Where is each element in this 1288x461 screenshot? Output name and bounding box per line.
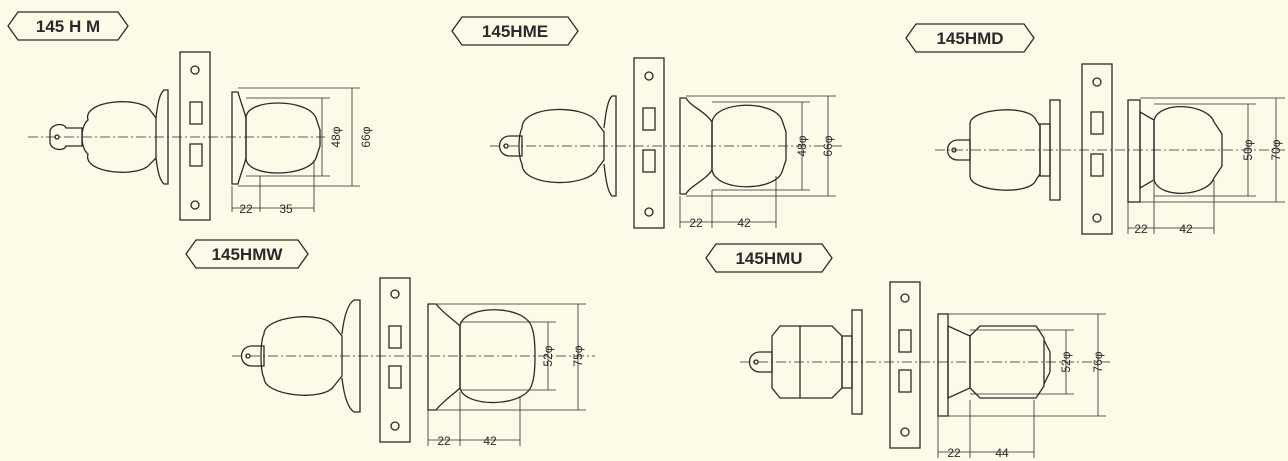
latch-face-plate bbox=[1081, 63, 1113, 235]
dimension-rose-length: 22 bbox=[689, 216, 703, 230]
model-label: 145 H M bbox=[36, 17, 100, 36]
thumb-turn bbox=[946, 139, 971, 161]
dead-latch bbox=[1090, 153, 1104, 177]
latch-face-plate bbox=[379, 277, 411, 443]
dimension-knob-length: 42 bbox=[737, 216, 751, 230]
screw bbox=[900, 293, 910, 303]
outside-rose bbox=[341, 299, 361, 413]
model-label: 145HME bbox=[482, 22, 548, 41]
outside-knob bbox=[260, 316, 343, 396]
dimension-small-diameter: 52φ bbox=[1059, 351, 1073, 372]
keyhole-icon bbox=[753, 359, 759, 365]
keyhole-icon bbox=[951, 147, 957, 153]
screw bbox=[644, 207, 654, 217]
dead-latch bbox=[642, 149, 656, 173]
outside-rose bbox=[851, 309, 863, 415]
model-145hmu: 145HMU 52φ 76φ 22 44 bbox=[705, 243, 1110, 460]
dimension-small-diameter: 48φ bbox=[329, 126, 343, 147]
screw bbox=[190, 200, 200, 210]
latch-bolt bbox=[388, 325, 402, 349]
dimension-large-diameter: 66φ bbox=[821, 135, 835, 156]
screw bbox=[390, 289, 400, 299]
dimension-knob-length: 42 bbox=[483, 434, 497, 448]
outside-knob bbox=[81, 101, 157, 173]
latch-bolt bbox=[189, 101, 203, 125]
dimension-rose-length: 22 bbox=[437, 434, 451, 448]
model-145hmd: 145HMD 50φ 70φ 22 42 bbox=[905, 23, 1285, 236]
latch-face-plate bbox=[889, 281, 921, 449]
model-label: 145HMW bbox=[212, 245, 284, 264]
model-label: 145HMD bbox=[936, 29, 1003, 48]
model-145hmw: 145HMW 52φ 75φ 22 42 bbox=[185, 239, 595, 448]
dimension-large-diameter: 66φ bbox=[359, 126, 373, 147]
keyhole-icon bbox=[503, 143, 509, 149]
model-145hm: 145 H M 48φ 66φ 22 35 bbox=[7, 11, 373, 221]
inside-rose bbox=[231, 91, 247, 185]
screw bbox=[390, 421, 400, 431]
model-label-tag bbox=[451, 16, 579, 46]
latch-face-plate bbox=[633, 57, 665, 229]
dimension-knob-length: 35 bbox=[279, 202, 293, 216]
model-label-tag bbox=[705, 243, 833, 273]
inside-knob bbox=[245, 102, 321, 174]
model-label-tag bbox=[185, 239, 309, 269]
dimension-small-diameter: 48φ bbox=[795, 135, 809, 156]
dimension-knob-length: 44 bbox=[995, 446, 1009, 460]
thumb-turn bbox=[748, 351, 773, 373]
dead-latch bbox=[388, 365, 402, 389]
dimension-rose-length: 22 bbox=[947, 446, 961, 460]
dimension-large-diameter: 76φ bbox=[1091, 351, 1105, 372]
latch-face-plate bbox=[179, 51, 211, 221]
outside-knob bbox=[518, 108, 605, 184]
screw bbox=[1092, 213, 1102, 223]
outside-rose bbox=[603, 95, 617, 197]
keyhole-icon bbox=[245, 353, 251, 359]
key-icon bbox=[49, 123, 83, 151]
model-label-tag bbox=[7, 11, 129, 41]
dimension-small-diameter: 52φ bbox=[541, 345, 555, 366]
dimension-large-diameter: 70φ bbox=[1269, 139, 1283, 160]
inside-knob-cap bbox=[1043, 339, 1051, 385]
screw bbox=[190, 65, 200, 75]
inside-knob bbox=[711, 104, 787, 188]
model-145hme: 145HME 48φ 66φ 22 42 bbox=[451, 16, 845, 230]
model-label-tag bbox=[905, 23, 1035, 53]
inside-knob bbox=[969, 325, 1045, 399]
dead-latch bbox=[898, 369, 912, 393]
screw bbox=[644, 71, 654, 81]
latch-bolt bbox=[1090, 111, 1104, 135]
dimension-rose-length: 22 bbox=[1134, 222, 1148, 236]
outside-rose bbox=[155, 89, 169, 185]
dimension-large-diameter: 75φ bbox=[571, 345, 585, 366]
dimension-knob-length: 42 bbox=[1179, 222, 1193, 236]
screw bbox=[1092, 77, 1102, 87]
screw bbox=[900, 427, 910, 437]
dead-latch bbox=[189, 143, 203, 167]
dimension-rose-length: 22 bbox=[239, 202, 253, 216]
inside-rose bbox=[937, 313, 949, 417]
inside-rose bbox=[1127, 99, 1141, 203]
inside-knob bbox=[1153, 106, 1223, 194]
outside-rose bbox=[1049, 99, 1061, 201]
latch-bolt bbox=[642, 107, 656, 131]
model-label: 145HMU bbox=[735, 249, 802, 268]
inside-rose bbox=[427, 303, 461, 411]
inside-knob bbox=[459, 309, 536, 404]
latch-bolt bbox=[898, 329, 912, 353]
dimension-small-diameter: 50φ bbox=[1241, 139, 1255, 160]
